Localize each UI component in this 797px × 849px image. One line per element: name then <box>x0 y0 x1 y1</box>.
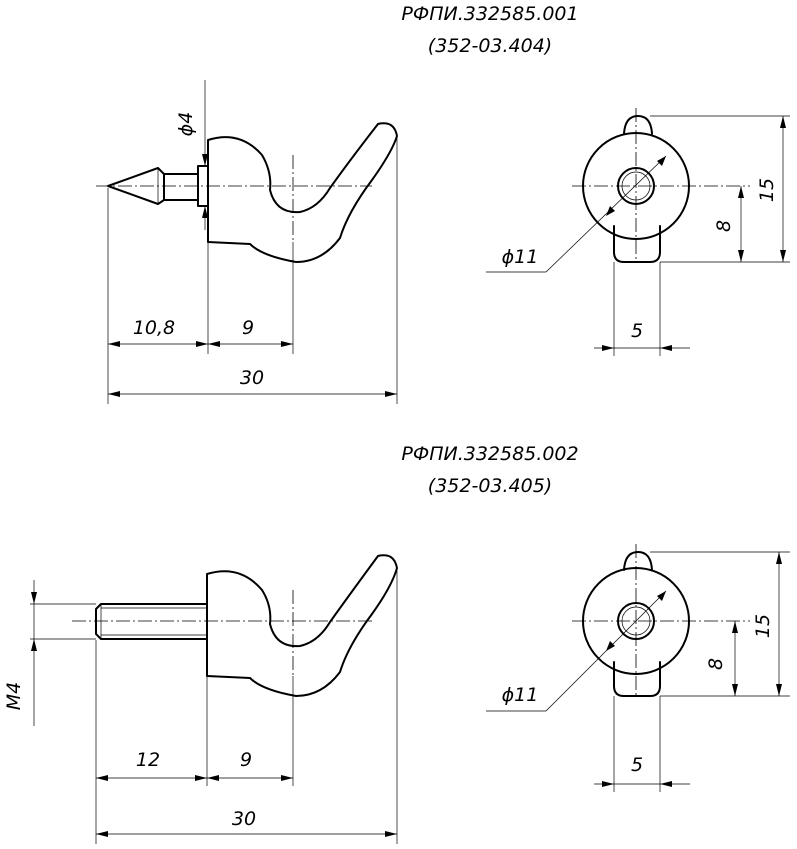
part-1-tip-length-label: 10,8 <box>133 317 175 339</box>
part-1-designation: РФПИ.332585.001 <box>401 3 578 25</box>
part-1-width-label: 5 <box>631 320 643 342</box>
part-2-thread-length-label: 12 <box>136 749 160 771</box>
part-1-side-view: 10,8 9 30 ϕ4 <box>96 80 398 404</box>
part-2-total-length-label: 30 <box>232 808 256 830</box>
part-2-total-height-label: 15 <box>752 614 774 638</box>
part-1-end-view: 5 ϕ11 8 15 <box>486 108 790 356</box>
part-2-width-label: 5 <box>631 754 643 776</box>
part-2-center-height-label: 8 <box>705 658 727 670</box>
part-1-code: (352-03.404) <box>428 35 552 57</box>
part-2-circle-dia-label: ϕ11 <box>502 684 539 706</box>
part-2-code: (352-03.405) <box>428 475 552 497</box>
part-2: РФПИ.332585.002 (352-03.405) <box>3 443 790 844</box>
part-1-shaft-dia-label: ϕ4 <box>175 112 197 137</box>
part-2-designation: РФПИ.332585.002 <box>401 443 578 465</box>
part-1-body-length-label: 9 <box>242 317 254 339</box>
part-2-thread-label: M4 <box>3 682 25 710</box>
part-2-body-length-label: 9 <box>240 749 252 771</box>
part-2-end-view: 5 ϕ11 8 15 <box>486 544 790 792</box>
part-2-side-view: 12 9 30 M4 <box>3 554 398 844</box>
part-1-center-height-label: 8 <box>713 220 735 232</box>
part-1-circle-dia-label: ϕ11 <box>502 246 539 268</box>
part-1: РФПИ.332585.001 (352-03.404) <box>96 3 790 404</box>
part-1-total-height-label: 15 <box>756 178 778 202</box>
part-1-total-length-label: 30 <box>240 367 264 389</box>
